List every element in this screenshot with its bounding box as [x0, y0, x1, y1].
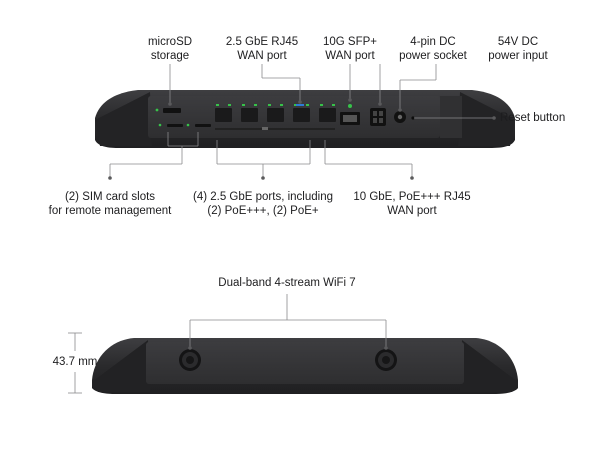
sim-slot-2 — [195, 124, 211, 127]
wifi-label: Dual-band 4-stream WiFi 7 — [218, 277, 356, 289]
ports-line2: (2) PoE+++, (2) PoE+ — [207, 205, 319, 217]
wan10-callout: 10 GbE, PoE+++ RJ45 WAN port — [350, 190, 474, 218]
dc-input-line1: 54V DC — [497, 36, 539, 48]
ports-line1: (4) 2.5 GbE ports, including — [193, 191, 333, 203]
height-dimension — [68, 332, 82, 394]
microsd-callout: microSD storage — [145, 35, 195, 63]
ports-callout: (4) 2.5 GbE ports, including (2) PoE+++,… — [188, 190, 338, 218]
rj45-wan-callout: 2.5 GbE RJ45 WAN port — [222, 35, 302, 63]
sim-callout: (2) SIM card slots for remote management — [45, 190, 175, 218]
sfp-wan-line2: WAN port — [325, 50, 375, 62]
wifi-bracket — [189, 294, 387, 348]
reset-hole — [411, 116, 415, 120]
rj45-ports — [215, 104, 336, 130]
microsd-line2: storage — [150, 50, 190, 62]
dc-socket-line2: power socket — [399, 50, 467, 62]
lan-port-2 — [241, 108, 258, 122]
antenna-left — [179, 349, 201, 371]
sim-slot-1 — [167, 124, 183, 127]
height-label: 43.7 mm — [52, 356, 98, 368]
dc-socket-callout: 4-pin DC power socket — [393, 35, 473, 63]
dc-input-callout: 54V DC power input — [483, 35, 553, 63]
dc-socket — [370, 108, 386, 126]
antenna-right — [375, 349, 397, 371]
router-front-view — [92, 338, 518, 394]
dc-input-line2: power input — [488, 50, 548, 62]
reset-callout: Reset button — [500, 112, 566, 124]
microsd-slot — [163, 108, 181, 113]
rj45-wan-line2: WAN port — [237, 50, 287, 62]
microsd-line1: microSD — [147, 36, 193, 48]
leader-lines-top — [109, 64, 494, 178]
sim-line2: for remote management — [48, 205, 172, 217]
lan-port-1 — [215, 108, 232, 122]
rj45-wan-line1: 2.5 GbE RJ45 — [225, 36, 299, 48]
wan10-line1: 10 GbE, PoE+++ RJ45 — [353, 191, 471, 203]
lan-port-4 — [293, 108, 310, 122]
wan-10g-port — [319, 108, 336, 122]
sfp-wan-callout: 10G SFP+ WAN port — [320, 35, 380, 63]
dc-socket-line1: 4-pin DC — [410, 36, 456, 48]
sim-line1: (2) SIM card slots — [64, 191, 156, 203]
wan10-line2: WAN port — [387, 205, 437, 217]
router-rear-view — [95, 90, 515, 148]
sfp-wan-line1: 10G SFP+ — [322, 36, 377, 48]
lan-port-3 — [267, 108, 284, 122]
